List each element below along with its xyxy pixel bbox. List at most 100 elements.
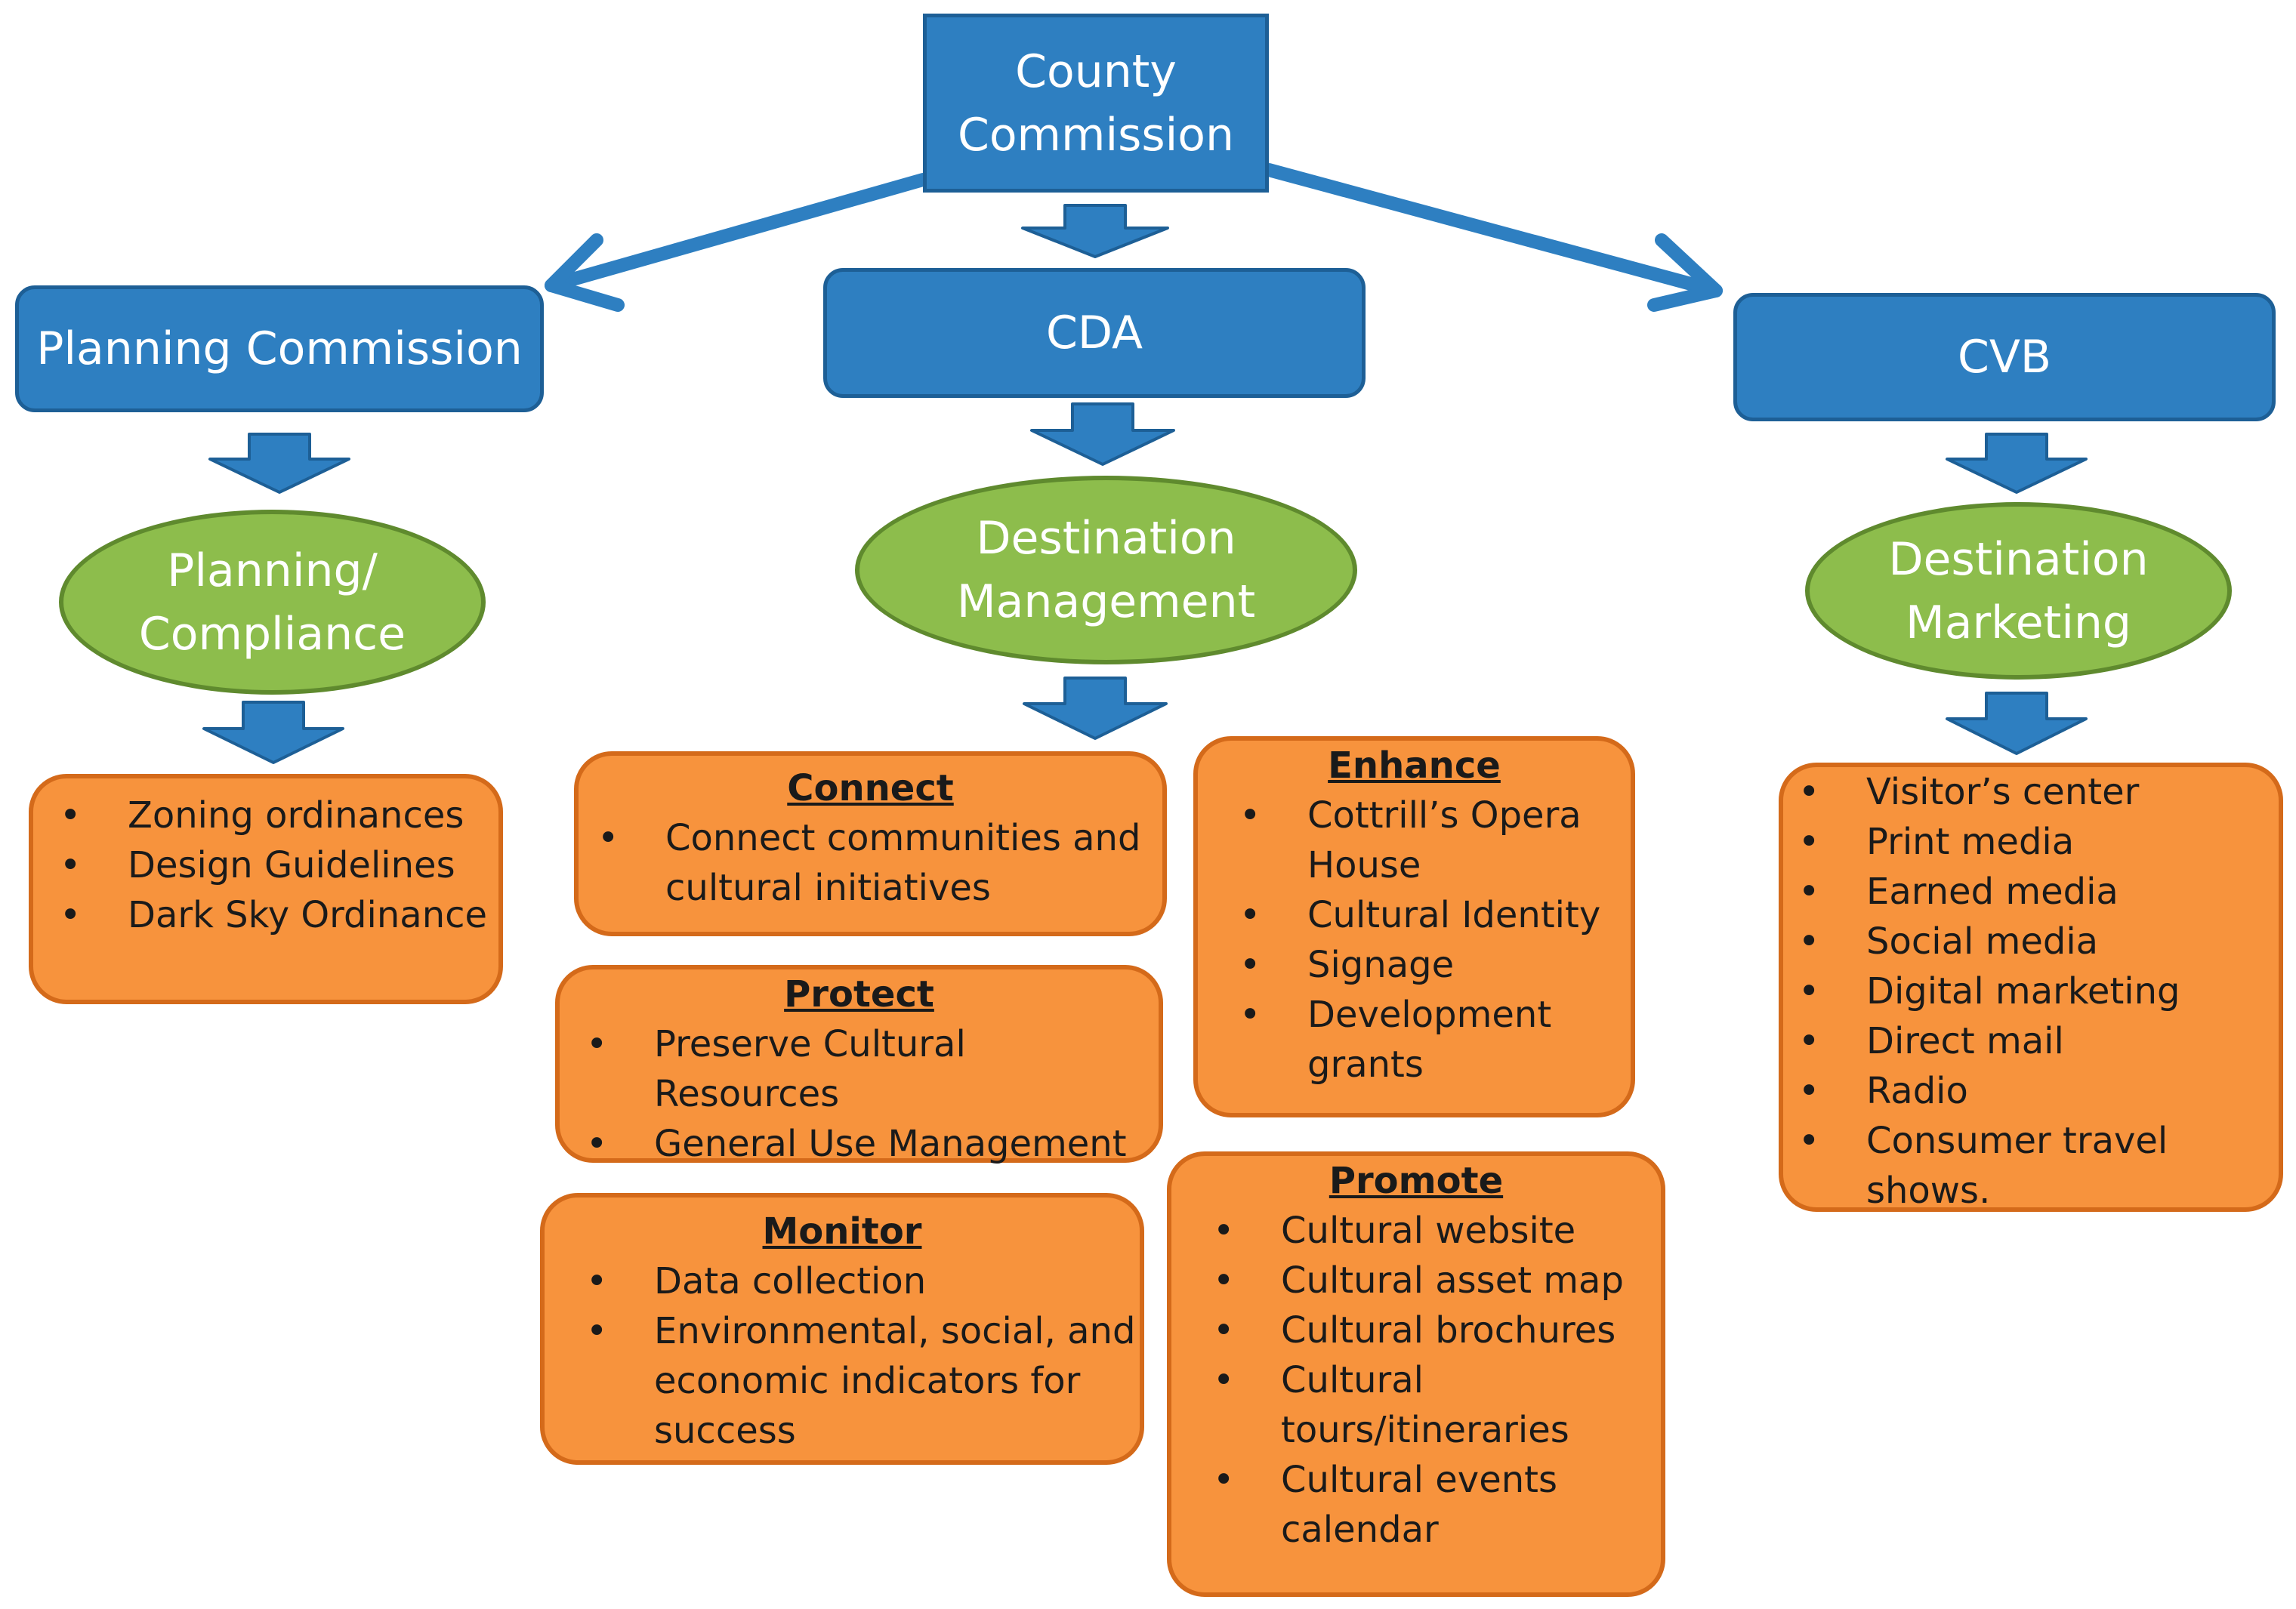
list-item: Development grants [1213,990,1631,1090]
list-item: Connect communities and cultural initiat… [571,813,1162,913]
list-item-line: shows. [1866,1170,1991,1212]
list-item-line: Cultural website [1281,1210,1576,1252]
list-item: Consumer travel shows. [1772,1116,2279,1216]
list-item-line: House [1307,844,1421,886]
arrow-to-cvb [1262,163,1723,297]
planning-commission-box: Planning Commission [15,285,544,412]
list-item-line: calendar [1281,1509,1439,1551]
down-arrow-planning-commission [208,433,350,494]
cda-label: CDA [1045,307,1143,359]
planning-compliance-ellipse: Planning/ Compliance [59,510,486,695]
down-arrow-planning-compliance [202,701,344,764]
destination-management-line2: Management [956,575,1256,628]
list-item-line: Cultural Identity [1307,894,1601,936]
destination-marketing-line1: Destination [1888,532,2149,586]
marketing-list: Visitor’s center Print media Earned medi… [1772,767,2279,1216]
planning-commission-label: Planning Commission [36,322,523,375]
list-item-line: Development [1307,994,1552,1036]
monitor-box: Monitor Data collection Environmental, s… [540,1193,1144,1465]
list-item-line: Print media [1866,821,2075,863]
planning-compliance-line1: Planning/ [167,544,378,597]
enhance-box: Enhance Cottrill’s Opera House Cultural … [1193,736,1635,1117]
protect-list: Preserve Cultural Resources General Use … [560,1019,1159,1169]
list-item: Cultural website [1187,1206,1661,1256]
list-item: Signage [1213,940,1631,990]
list-item: Design Guidelines [33,840,498,890]
county-commission-line1: County [1015,45,1177,98]
list-item: Direct mail [1772,1016,2279,1066]
arrow-to-planning-commission [545,173,930,292]
planning-compliance-line2: Compliance [138,607,406,661]
list-item: Dark Sky Ordinance [33,890,498,940]
list-item-line: tours/itineraries [1281,1409,1569,1451]
enhance-title: Enhance [1328,744,1501,787]
list-item-line: success [654,1410,796,1452]
list-item: General Use Management [560,1119,1159,1169]
destination-marketing-line2: Marketing [1905,596,2132,649]
list-item: Social media [1772,917,2279,966]
protect-box: Protect Preserve Cultural Resources Gene… [555,965,1163,1169]
list-item: Preserve Cultural Resources [560,1019,1159,1119]
list-item: Visitor’s center [1772,767,2279,817]
list-item-line: Cultural events [1281,1459,1557,1501]
list-item: Cultural Identity [1213,890,1631,940]
list-item-line: Cultural brochures [1281,1309,1616,1352]
down-arrow-destination-marketing [1946,692,2088,755]
planning-list: Zoning ordinances Design Guidelines Dark… [33,791,498,940]
destination-marketing-ellipse: Destination Marketing [1805,502,2232,680]
monitor-list: Data collection Environmental, social, a… [560,1256,1140,1456]
list-item: Cultural asset map [1187,1256,1661,1305]
planning-list-box: Zoning ordinances Design Guidelines Dark… [29,774,503,1004]
list-item-line: Environmental, social, and [654,1310,1136,1352]
marketing-list-box: Visitor’s center Print media Earned medi… [1779,763,2283,1212]
list-item: Zoning ordinances [33,791,498,840]
enhance-list: Cottrill’s Opera House Cultural Identity… [1213,791,1631,1090]
arrow-to-cvb-head [1647,233,1723,312]
destination-management-ellipse: Destination Management [855,476,1357,664]
list-item-line: Signage [1307,944,1455,986]
down-arrow-cda [1030,402,1175,466]
list-item: Cultural tours/itineraries [1187,1355,1661,1455]
monitor-title: Monitor [762,1210,922,1253]
list-item-line: cultural initiatives [665,867,991,909]
connect-title: Connect [787,767,954,809]
list-item-line: Cultural asset map [1281,1259,1624,1302]
list-item: Cottrill’s Opera House [1213,791,1631,890]
list-item-line: Consumer travel [1866,1120,2168,1162]
list-item: Data collection [560,1256,1140,1306]
down-arrow-cvb [1946,433,2088,494]
down-arrow-destination-management [1023,677,1168,740]
promote-box: Promote Cultural website Cultural asset … [1167,1151,1665,1597]
list-item: Cultural events calendar [1187,1455,1661,1555]
list-item: Environmental, social, and economic indi… [560,1306,1140,1456]
list-item: Earned media [1772,867,2279,917]
list-item-line: Data collection [654,1260,927,1302]
cvb-label: CVB [1957,331,2052,384]
list-item: Print media [1772,817,2279,867]
list-item-line: Earned media [1866,871,2119,913]
protect-title: Protect [784,973,934,1016]
list-item-line: Direct mail [1866,1020,2064,1062]
cda-box: CDA [823,268,1366,398]
county-commission-line2: Commission [957,108,1235,162]
list-item-line: Radio [1866,1070,1968,1112]
list-item: Digital marketing [1772,966,2279,1016]
connect-box: Connect Connect communities and cultural… [574,751,1167,936]
list-item: Radio [1772,1066,2279,1116]
down-arrow-county-to-cda [1021,204,1169,258]
list-item-line: Visitor’s center [1866,771,2140,813]
promote-list: Cultural website Cultural asset map Cult… [1187,1206,1661,1555]
connect-list: Connect communities and cultural initiat… [571,813,1162,913]
list-item-line: economic indicators for [654,1360,1081,1402]
list-item-line: grants [1307,1043,1424,1086]
cvb-box: CVB [1733,293,2276,421]
list-item-line: Digital marketing [1866,970,2180,1013]
destination-management-line1: Destination [976,512,1236,565]
list-item-line: Connect communities and [665,817,1141,859]
list-item: Cultural brochures [1187,1305,1661,1355]
list-item-line: Cultural [1281,1359,1424,1401]
promote-title: Promote [1329,1160,1504,1202]
county-commission-box: County Commission [923,14,1269,193]
